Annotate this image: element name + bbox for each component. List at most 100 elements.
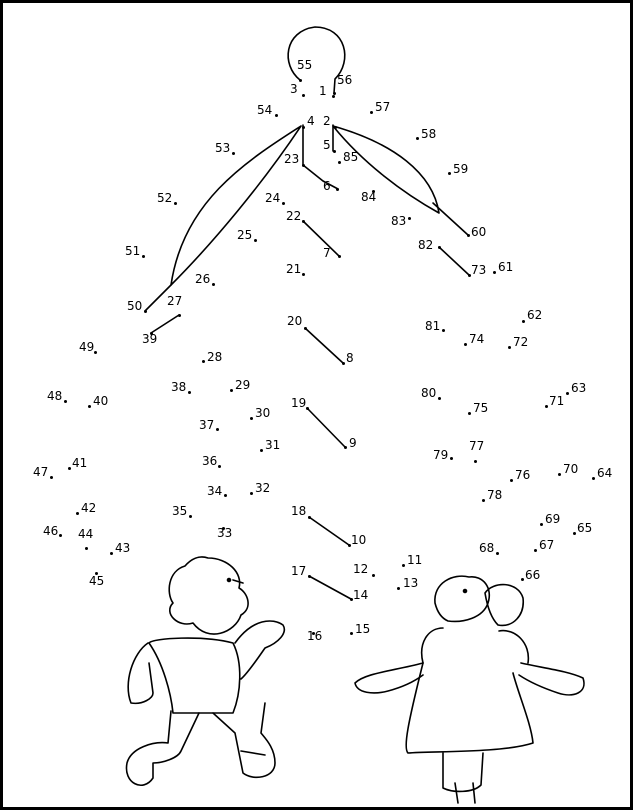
point-dot-66: [520, 577, 524, 581]
point-dot-5: [332, 149, 336, 153]
point-label-27: 27: [167, 294, 183, 308]
point-dot-38: [187, 390, 191, 394]
point-dot-4: [301, 125, 305, 129]
point-dot-54: [274, 113, 278, 117]
point-label-50: 50: [127, 299, 143, 313]
point-dot-19: [305, 406, 309, 410]
point-label-16: 16: [307, 629, 323, 643]
point-label-6: 6: [323, 179, 331, 193]
point-dot-77: [473, 459, 477, 463]
point-label-79: 79: [433, 448, 449, 462]
point-label-21: 21: [286, 262, 302, 276]
left-branch: [144, 284, 172, 312]
point-dot-53: [231, 151, 235, 155]
point-dot-42: [75, 511, 79, 515]
middle-stroke: [308, 516, 350, 546]
point-label-77: 77: [469, 439, 485, 453]
point-dot-22: [301, 219, 305, 223]
point-dot-37: [215, 427, 219, 431]
point-dot-35: [188, 514, 192, 518]
point-dot-69: [539, 522, 543, 526]
point-label-48: 48: [47, 389, 63, 403]
point-label-84: 84: [361, 190, 377, 204]
point-label-20: 20: [287, 314, 303, 328]
point-dot-79: [449, 456, 453, 460]
point-dot-85: [337, 160, 341, 164]
point-dot-78: [481, 498, 485, 502]
point-dot-1: [331, 94, 335, 98]
point-label-62: 62: [527, 308, 543, 322]
point-dot-24: [281, 201, 285, 205]
point-label-54: 54: [257, 103, 273, 117]
point-dot-46: [58, 533, 62, 537]
point-dot-15: [349, 631, 353, 635]
trunk-line: [302, 164, 339, 190]
point-label-63: 63: [571, 381, 587, 395]
point-dot-52: [173, 201, 177, 205]
point-label-38: 38: [171, 380, 187, 394]
point-dot-59: [447, 171, 451, 175]
point-dot-51: [141, 254, 145, 258]
point-dot-58: [415, 136, 419, 140]
point-dot-56: [332, 91, 336, 95]
right-branch: [438, 246, 470, 276]
left-branch: [150, 314, 180, 334]
point-label-55: 55: [297, 58, 313, 72]
point-dot-28: [201, 359, 205, 363]
point-label-85: 85: [343, 150, 359, 164]
point-dot-60: [466, 233, 470, 237]
point-dot-73: [467, 273, 471, 277]
point-dot-25: [253, 238, 257, 242]
point-dot-36: [217, 464, 221, 468]
point-dot-14: [349, 597, 353, 601]
girl-figure: [354, 575, 585, 804]
point-label-58: 58: [421, 127, 437, 141]
middle-stroke: [304, 327, 344, 364]
point-dot-2: [333, 125, 337, 129]
point-dot-27: [177, 313, 181, 317]
point-label-68: 68: [479, 541, 495, 555]
point-dot-44: [84, 546, 88, 550]
point-label-83: 83: [391, 214, 407, 228]
point-label-26: 26: [195, 272, 211, 286]
point-label-59: 59: [453, 162, 469, 176]
point-dot-72: [507, 345, 511, 349]
point-label-28: 28: [207, 350, 223, 364]
point-label-46: 46: [43, 524, 59, 538]
middle-stroke: [308, 575, 352, 600]
point-dot-43: [109, 551, 113, 555]
point-dot-17: [307, 574, 311, 578]
point-label-5: 5: [323, 138, 331, 152]
point-label-65: 65: [577, 521, 593, 535]
point-label-34: 34: [207, 484, 223, 498]
point-label-33: 33: [217, 526, 233, 540]
point-dot-70: [557, 472, 561, 476]
point-dot-67: [533, 548, 537, 552]
point-label-12: 12: [353, 562, 369, 576]
point-label-66: 66: [525, 568, 541, 582]
point-label-22: 22: [286, 209, 302, 223]
point-dot-83: [407, 216, 411, 220]
point-label-2: 2: [323, 114, 331, 128]
tree-top-loop: [287, 26, 346, 94]
point-label-31: 31: [265, 438, 281, 452]
point-label-47: 47: [33, 465, 49, 479]
point-label-80: 80: [421, 386, 437, 400]
point-label-70: 70: [563, 462, 579, 476]
point-label-64: 64: [597, 466, 613, 480]
point-dot-16: [311, 631, 315, 635]
point-label-11: 11: [407, 553, 423, 567]
point-dot-7: [337, 254, 341, 258]
point-label-82: 82: [418, 238, 434, 252]
point-label-42: 42: [81, 501, 97, 515]
point-dot-39: [149, 331, 153, 335]
point-label-49: 49: [79, 340, 95, 354]
point-label-8: 8: [346, 351, 354, 365]
point-label-7: 7: [323, 246, 331, 260]
point-label-72: 72: [513, 335, 529, 349]
point-dot-6: [335, 187, 339, 191]
point-dot-21: [301, 272, 305, 276]
point-label-3: 3: [290, 82, 298, 96]
point-label-36: 36: [202, 454, 218, 468]
